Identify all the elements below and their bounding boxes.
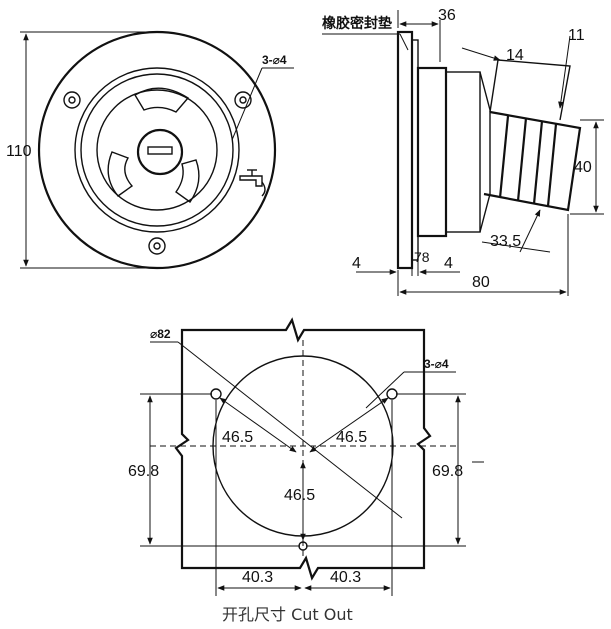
dim-36: 36 (438, 7, 456, 24)
faucet-icon (239, 169, 266, 197)
cutout-hole-label: 3-⌀4 (424, 357, 449, 371)
gasket-label: 橡胶密封垫 (322, 15, 392, 31)
dim-80: 80 (472, 274, 490, 291)
dim-14: 14 (506, 47, 524, 64)
cutout-view: ⌀82 46.5 46.5 46.5 3-⌀4 69.8 69.8 40.3 4… (128, 317, 484, 624)
dim-78: 78 (414, 249, 430, 265)
side-view: 橡胶密封垫 36 14 11 40 33,5 4 78 4 80 (322, 7, 604, 296)
dim-46-5-right: 46.5 (336, 429, 367, 446)
dim-4-right: 4 (444, 255, 453, 272)
dim-40-3-right: 40.3 (330, 569, 361, 586)
dim-40-3-left: 40.3 (242, 569, 273, 586)
dim-46-5-bottom: 46.5 (284, 487, 315, 504)
cutout-diameter-label: ⌀82 (150, 327, 171, 341)
dim-40: 40 (574, 159, 592, 176)
dim-46-5-left: 46.5 (222, 429, 253, 446)
dim-69-8-left: 69.8 (128, 463, 159, 480)
dim-4-left: 4 (352, 255, 361, 272)
front-view: 110 3-⌀4 (6, 30, 294, 270)
cutout-caption: 开孔尺寸 Cut Out (222, 605, 353, 624)
dim-33-5: 33,5 (490, 233, 521, 250)
dim-69-8-right: 69.8 (432, 463, 463, 480)
dim-11: 11 (568, 27, 585, 44)
front-hole-label: 3-⌀4 (262, 53, 287, 67)
front-height-label: 110 (6, 143, 32, 160)
